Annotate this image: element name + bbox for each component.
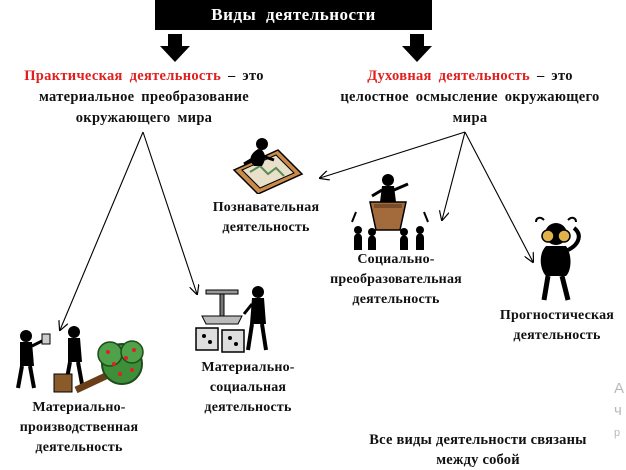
side-text-fragment: А ч р [614,380,625,439]
arrow-to-material-production [60,131,144,330]
arrow-to-material-social [142,131,197,294]
arrow-to-prognostic [464,131,533,262]
arrow-to-cognitive [320,131,466,178]
node-material-production-activity: Материально- производственная деятельнос… [19,400,139,455]
node-prognostic-activity: Прогностическая деятельность [499,308,615,343]
node-cognitive-activity: Познавательная деятельность [212,200,320,235]
person-studying-map-icon [232,138,304,194]
person-with-binoculars-icon [535,216,581,301]
arrow-to-social-transform [442,131,466,220]
down-arrow-right-icon [402,34,432,62]
spiritual-activity-definition: Духовная деятельность – это целостное ос… [340,68,600,126]
node-social-transformative-activity: Социально- преобразовательная деятельнос… [330,252,462,307]
speaker-at-podium-icon [351,174,429,250]
node-material-social-activity: Материально- социальная деятельность [201,360,295,415]
diagram-title: Виды деятельности [155,0,432,30]
footer-conclusion: Все виды деятельности связаны между собо… [369,432,587,468]
practical-activity-definition: Практическая деятельность – это материал… [24,68,264,126]
lumberjacks-with-tree-icon [16,326,144,394]
down-arrow-left-icon [160,34,190,62]
person-with-scales-icon [195,286,268,353]
